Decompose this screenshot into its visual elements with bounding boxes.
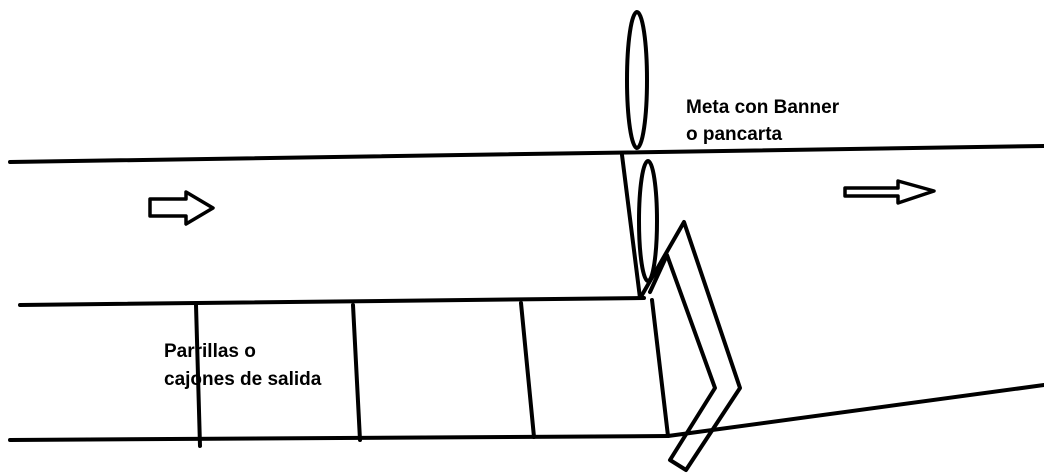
- start-grid-label-line1: Parrillas o: [164, 341, 256, 362]
- finish-banner-label-line2: o pancarta: [686, 124, 783, 145]
- course-bottom-edge-left: [8, 434, 670, 442]
- start-grid-label-line2: cajones de salida: [164, 369, 322, 390]
- start-grid-divider-2: [351, 303, 362, 442]
- finish-line: [620, 153, 642, 300]
- banner-chevron: [640, 220, 742, 472]
- course-bottom-edge-right: [666, 383, 1044, 438]
- start-grid-divider-1: [194, 303, 202, 448]
- direction-arrow-right-icon: [843, 179, 936, 205]
- finish-banner-label-line1: Meta con Banner: [686, 97, 840, 118]
- banner-lower-ellipse: [637, 159, 659, 283]
- course-top-edge: [8, 144, 1044, 164]
- finish-line-lower: [650, 298, 670, 438]
- start-grid-divider-3: [519, 301, 536, 439]
- banner-top-ellipse: [625, 10, 649, 150]
- start-corral-top-edge: [18, 296, 646, 307]
- direction-arrow-left-icon: [148, 190, 215, 226]
